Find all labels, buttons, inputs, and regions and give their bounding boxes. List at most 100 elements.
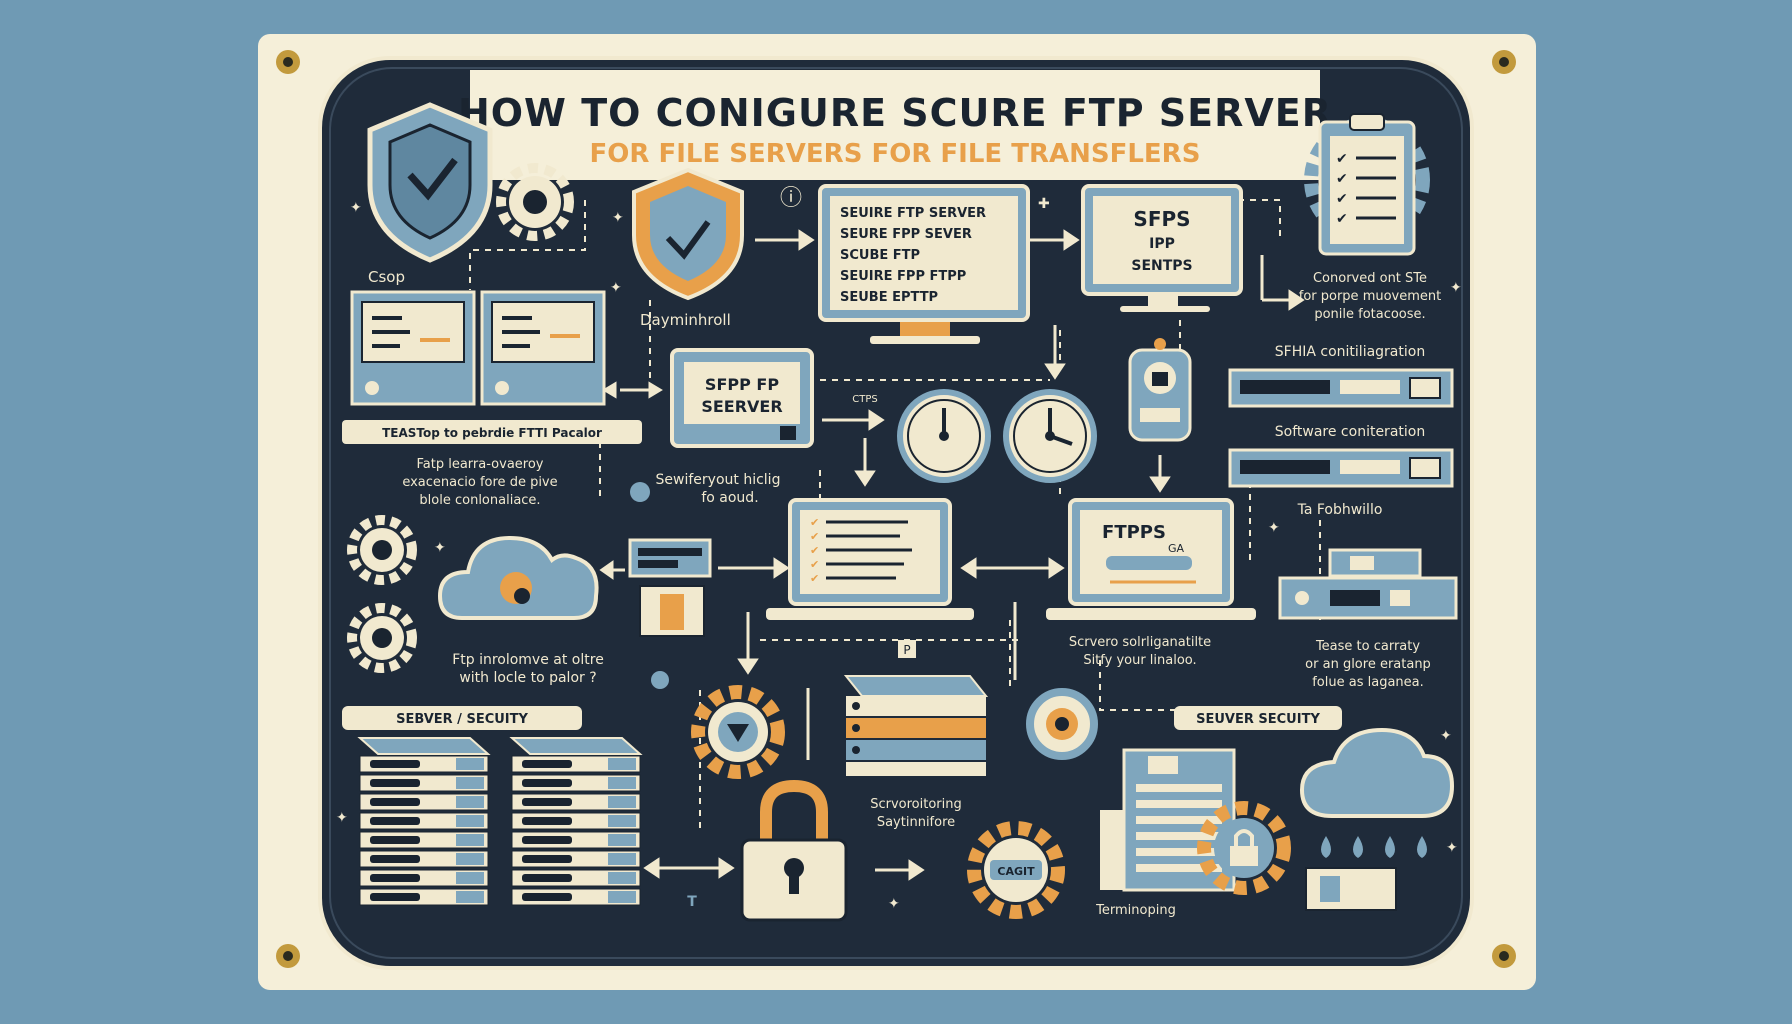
svg-text:✔: ✔: [1336, 151, 1348, 167]
rack-slot: [522, 855, 572, 863]
rack-slot: [370, 779, 420, 787]
page-subtitle: FOR FILE SERVERS FOR FILE TRANSFLERS: [590, 139, 1201, 169]
rack-slot: [370, 893, 420, 901]
rack-slot: [522, 893, 572, 901]
scrvero-mon-line1: Scrvoroitoring: [870, 797, 962, 812]
svg-text:✦: ✦: [1450, 280, 1462, 296]
t-badge: T: [687, 894, 697, 910]
monitor-sfpp-server: [670, 348, 814, 448]
svg-text:✔: ✔: [810, 544, 819, 557]
title-strip: [470, 70, 1320, 180]
server-security-left: SEBVER / SECUITY: [396, 712, 528, 727]
rack-side: [456, 796, 484, 808]
label-software-config: Software coniteration: [1275, 424, 1425, 440]
rack-side: [456, 834, 484, 846]
rack-side: [608, 872, 636, 884]
rack-side: [608, 815, 636, 827]
rack-slot: [370, 798, 420, 806]
rack-side: [456, 891, 484, 903]
rack-side: [608, 777, 636, 789]
gear-icon: [347, 603, 417, 673]
gear-lock-icon: [1197, 801, 1291, 895]
cloud-rain-icon: [1299, 727, 1455, 911]
monitor1-line5: SEUBE EPTTP: [840, 290, 938, 305]
server-window-left: [350, 290, 476, 406]
rack-slot: [522, 874, 572, 882]
svg-text:✦: ✦: [434, 540, 446, 556]
label-terminoping: Terminoping: [1095, 903, 1176, 918]
monitor2-title: SFPS: [1133, 207, 1190, 231]
svg-text:✦: ✦: [1446, 840, 1458, 856]
rack-side: [456, 758, 484, 770]
rack-side: [608, 891, 636, 903]
gear-icon: [347, 515, 417, 585]
server-stack-center: [843, 675, 989, 776]
svg-text:✔: ✔: [810, 530, 819, 543]
tease-line1: Tease to carraty: [1315, 639, 1420, 654]
label-csop: Csop: [368, 268, 405, 286]
rack-slot: [522, 779, 572, 787]
svg-text:✚: ✚: [1038, 196, 1050, 212]
server-security-right-banner: [1174, 706, 1342, 730]
scrvero-line1: Scrvero solrliganatilte: [1069, 635, 1211, 650]
left-note-line1: Fatp learra-ovaeroy: [417, 457, 544, 472]
rack-slot: [370, 817, 420, 825]
rack-slot: [370, 760, 420, 768]
monitor-secure-ftp-list: [818, 184, 1030, 344]
rack-side: [608, 796, 636, 808]
server-rack-right: [509, 737, 643, 906]
rack-top: [357, 737, 491, 755]
rack-side: [456, 777, 484, 789]
label-sewifer: Sewiferyout hiclig: [656, 472, 781, 488]
svg-text:✦: ✦: [610, 280, 622, 296]
monitor2-row: IPP: [1149, 236, 1175, 252]
tease-line2: or an glore eratanp: [1305, 657, 1431, 672]
server-security-left-banner: [342, 706, 582, 730]
label-sfhia: SFHIA conitiliagration: [1275, 344, 1425, 360]
clipboard-checklist-icon: ✔✔✔✔: [1304, 113, 1430, 256]
server-window-right: [480, 290, 606, 406]
left-note-line2: exacenacio fore de pive: [402, 475, 557, 490]
rack-slot: [370, 855, 420, 863]
svg-text:✔: ✔: [1336, 171, 1348, 187]
left-banner: [342, 420, 642, 444]
shield-check-icon: [367, 102, 493, 263]
clock-icon: [1003, 389, 1097, 483]
monitor1-line3: SCUBE FTP: [840, 248, 920, 263]
p-badge: [898, 640, 916, 658]
scrvero-mon-line2: Saytinnifore: [877, 815, 955, 830]
monitor1-line2: SEURE FPP SEVER: [840, 227, 972, 242]
svg-text:✦: ✦: [350, 200, 362, 216]
rack-slot: [522, 836, 572, 844]
page-title: HOW TO CONIGURE SCURE FTP SERVER: [458, 91, 1332, 135]
ftp-invo-line1: Ftp inrolomve at oltre: [452, 652, 604, 668]
monitor-sfps: [1081, 184, 1243, 312]
center-shield-icon: [632, 167, 744, 301]
help-icon: [651, 671, 669, 689]
svg-text:✔: ✔: [810, 558, 819, 571]
gear-play-icon: [691, 685, 785, 779]
right-server-unit: [1278, 548, 1458, 620]
label-fobhwilo: Ta Fobhwillo: [1297, 502, 1383, 518]
rack-side: [456, 853, 484, 865]
config-rack-2: [1228, 448, 1454, 488]
corner-bolts: [276, 50, 1516, 968]
target-icon: [1026, 688, 1098, 760]
svg-text:✔: ✔: [1336, 191, 1348, 207]
left-note-line3: blole conlonaliace.: [419, 493, 540, 508]
rack-side: [456, 872, 484, 884]
right-note-line3: ponile fotacoose.: [1314, 307, 1425, 322]
arrows: [599, 229, 1305, 881]
svg-text:✦: ✦: [888, 896, 900, 912]
gear-label-icon: [967, 821, 1065, 919]
laptop-ftpps-sub: GA: [1168, 542, 1185, 555]
rack-side: [608, 853, 636, 865]
monitor3-line1: SFPP FP: [705, 375, 779, 394]
rack-side: [608, 758, 636, 770]
sparkles: ✦✦✦ ✚✦✦ ✦✦✦ ✦✦: [336, 196, 1462, 912]
label-daymintroll: Dayminhroll: [640, 311, 731, 329]
scrvero-line2: Sitfy your linaloo.: [1083, 653, 1196, 668]
label-ctps: CTPS: [852, 394, 877, 405]
monitor1-line4: SEUIRE FPP FTPP: [840, 269, 966, 284]
